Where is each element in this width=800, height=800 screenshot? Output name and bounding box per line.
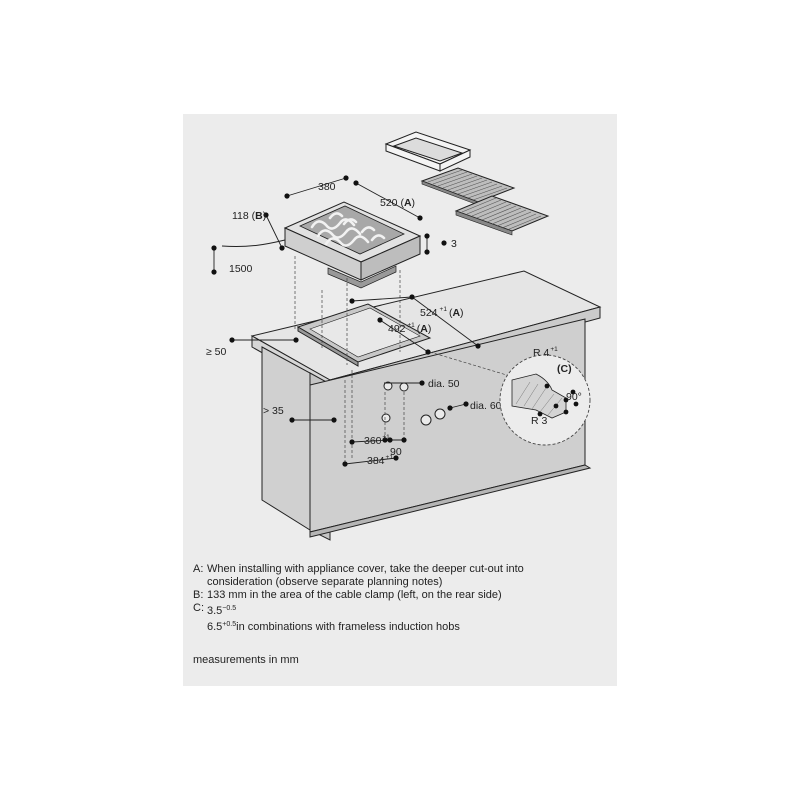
control-knobs: [381, 381, 446, 426]
note-b: B: 133 mm in the area of the cable clamp…: [193, 589, 613, 602]
depth-label: 520 (A): [380, 197, 415, 209]
height-label: 118 (B): [232, 210, 266, 222]
knob-span-label: 360±1: [364, 434, 390, 447]
appliance-cover: [384, 131, 472, 172]
grill-plate-1: [420, 167, 516, 206]
knob-spacing-label: 90: [390, 446, 402, 458]
dimension-markers: [211, 175, 481, 467]
detail-radius-top-label: R 4+1: [533, 346, 558, 359]
note-c-key: C:: [193, 602, 204, 614]
knob-dia-small-label: dia. 50: [428, 378, 460, 390]
detail-angle-label: 90°: [566, 391, 582, 403]
power-cable: [221, 239, 286, 247]
note-a-key: A:: [193, 563, 204, 575]
projection-lines: [294, 256, 405, 464]
front-offset-label: > 35: [263, 405, 284, 417]
grill-plate-2: [454, 195, 550, 236]
edge-label: 3: [451, 238, 457, 250]
note-a: A: When installing with appliance cover,…: [193, 563, 613, 589]
detail-ref-label: (C): [557, 363, 572, 375]
note-c-line-2: 6.5+0.5in combinations with frameless in…: [207, 621, 460, 633]
knob-dia-large-label: dia. 60: [470, 400, 502, 412]
width-label: 380: [318, 181, 336, 193]
note-c-line-1: 3.5−0.5: [207, 605, 237, 617]
cutout-depth-label: 524+1(A): [420, 306, 464, 319]
cutout-width-label: 492±1(A): [388, 322, 431, 335]
hob-appliance: [283, 201, 422, 289]
detail-leader: [429, 351, 511, 377]
knob-total-label: 384+1: [367, 454, 393, 467]
note-a-line-2: consideration (observe separate planning…: [207, 576, 443, 588]
cable-length-label: 1500: [229, 263, 253, 275]
detail-radius-bottom-label: R 3: [531, 415, 548, 427]
note-b-line-1: 133 mm in the area of the cable clamp (l…: [207, 589, 502, 601]
note-c: C: 3.5−0.5 6.5+0.5in combinations with f…: [193, 602, 613, 634]
front-min-label: ≥ 50: [206, 346, 227, 358]
detail-callout: R 4+1 (C) 90° R 3: [499, 346, 591, 446]
footnotes: A: When installing with appliance cover,…: [193, 563, 613, 634]
measurement-unit-note: measurements in mm: [193, 654, 299, 666]
dimension-lines: [213, 177, 479, 465]
note-a-line-1: When installing with appliance cover, ta…: [207, 563, 524, 575]
note-b-key: B:: [193, 589, 204, 601]
